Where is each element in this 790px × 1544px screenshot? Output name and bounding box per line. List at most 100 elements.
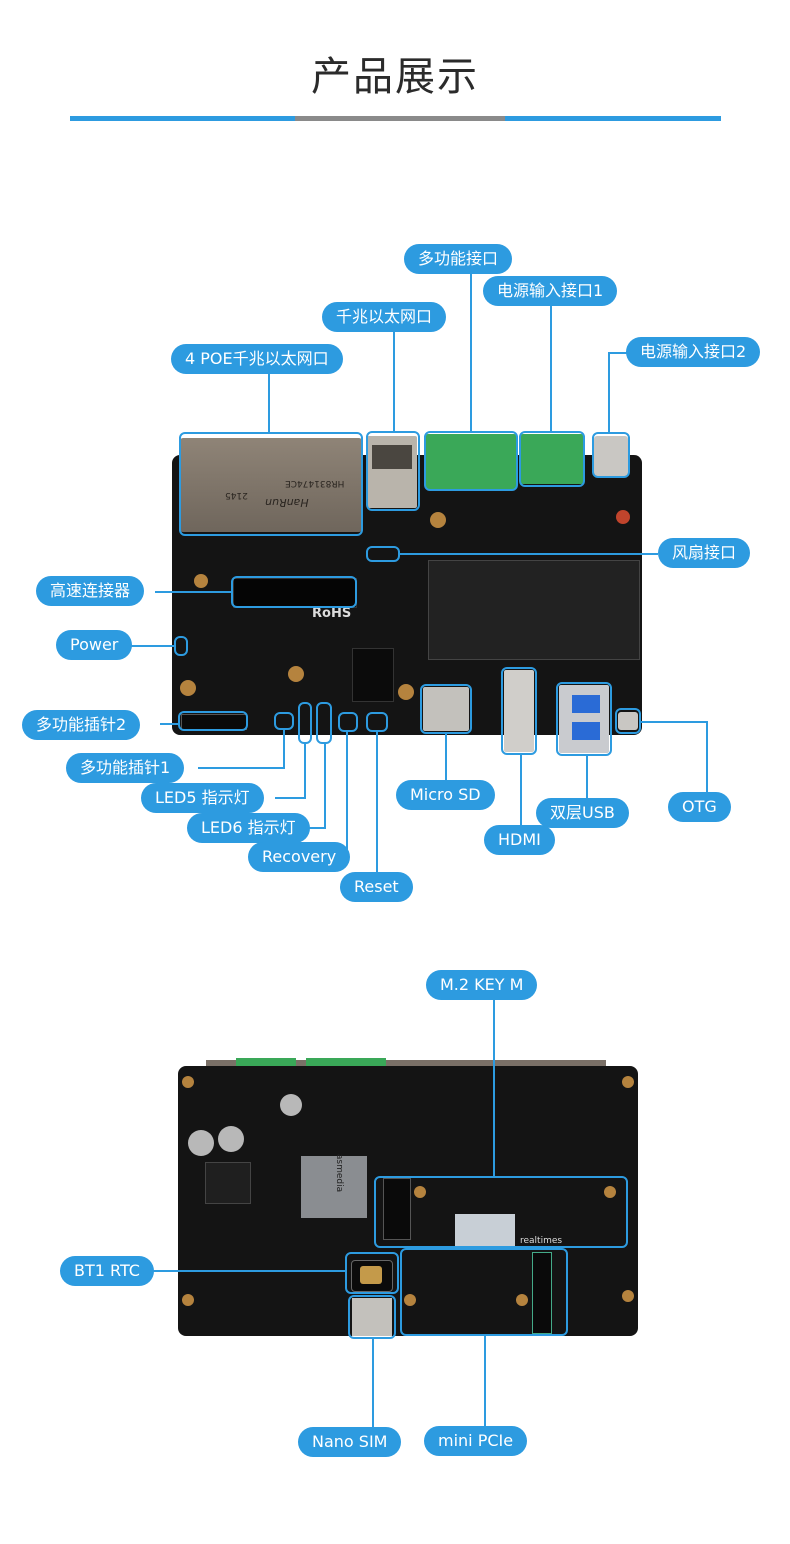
title-underline-right — [505, 116, 721, 121]
label-nano-sim: Nano SIM — [298, 1427, 402, 1457]
leader-line — [470, 272, 472, 432]
leader-line — [550, 304, 552, 432]
highlight-multi-interface — [424, 431, 518, 491]
label-power-in-2: 电源输入接口2 — [626, 337, 761, 367]
poe-rj45-block — [180, 438, 362, 532]
capacitor — [188, 1130, 214, 1156]
inductor — [205, 1162, 251, 1204]
leader-line — [155, 591, 231, 593]
gigabit-rj45-port — [372, 445, 412, 469]
otg-port — [618, 712, 638, 730]
leader-line — [484, 1336, 486, 1426]
highlight-power-led — [174, 636, 188, 656]
label-led5: LED5 指示灯 — [141, 783, 264, 813]
leader-line — [126, 645, 174, 647]
main-ic — [301, 1156, 367, 1218]
label-recovery: Recovery — [248, 842, 351, 872]
label-poe-eth: 4 POE千兆以太网口 — [171, 344, 343, 374]
highlight-hdmi — [501, 667, 537, 755]
leader-line — [150, 1270, 346, 1272]
capacitor — [280, 1094, 302, 1116]
usb-tongue-bottom — [572, 722, 600, 740]
label-micro-sd: Micro SD — [396, 780, 495, 810]
highlight-m2 — [374, 1176, 628, 1248]
label-multi-header-2: 多功能插针2 — [22, 710, 141, 740]
leader-line — [641, 721, 707, 723]
highlight-led5 — [298, 702, 312, 744]
capacitor — [218, 1126, 244, 1152]
leader-line — [608, 352, 632, 354]
highlight-poe — [179, 432, 363, 536]
rtc-battery — [360, 1266, 382, 1284]
m2-shield-label — [455, 1214, 515, 1248]
leader-line — [275, 797, 305, 799]
leader-line — [376, 732, 378, 872]
mount-hole — [180, 680, 196, 696]
highlight-power-1 — [519, 431, 585, 487]
leader-line — [198, 767, 284, 769]
edge-terminal-green — [236, 1058, 296, 1068]
leader-line — [706, 721, 708, 793]
label-otg: OTG — [668, 792, 731, 822]
usb-tongue-top — [572, 695, 600, 713]
leader-line — [304, 744, 306, 799]
highlight-power-2 — [592, 432, 630, 478]
mount-hole — [516, 1294, 528, 1306]
mount-hole — [398, 684, 414, 700]
label-led6: LED6 指示灯 — [187, 813, 310, 843]
mount-hole — [604, 1186, 616, 1198]
leader-line — [445, 734, 447, 781]
rohs-mark: RoHS — [312, 606, 352, 621]
label-power: Power — [56, 630, 133, 660]
label-gigabit-eth: 千兆以太网口 — [322, 302, 447, 332]
edge-terminal-green — [306, 1058, 386, 1068]
label-reset: Reset — [340, 872, 413, 902]
som-slot — [428, 560, 640, 660]
mount-hole — [622, 1290, 634, 1302]
leader-line — [160, 723, 178, 725]
mount-hole — [182, 1076, 194, 1088]
multi-function-terminal — [426, 434, 516, 490]
leader-line — [268, 372, 270, 432]
highlight-otg — [615, 708, 641, 734]
mini-pcie-socket — [532, 1252, 552, 1334]
label-hs-connector: 高速连接器 — [36, 576, 145, 606]
label-multi-header-1: 多功能插针1 — [66, 753, 185, 783]
label-hdmi: HDMI — [484, 825, 555, 855]
highlight-reset — [366, 712, 388, 732]
mount-hole — [414, 1186, 426, 1198]
highlight-led6 — [316, 702, 332, 744]
micro-sd-slot — [423, 687, 469, 731]
title-underline-left — [70, 116, 295, 121]
leader-line — [283, 730, 285, 769]
leader-line — [400, 553, 658, 555]
nano-sim-slot — [352, 1298, 392, 1336]
leader-line — [493, 998, 495, 1176]
highlight-micro-sd — [420, 684, 472, 734]
leader-line — [608, 352, 610, 432]
mount-hole — [404, 1294, 416, 1306]
label-multi-interface: 多功能接口 — [404, 244, 513, 274]
power-terminal-1 — [521, 434, 583, 484]
power-dc-jack-2 — [594, 436, 628, 476]
main-chip — [352, 648, 394, 702]
label-power-in-1: 电源输入接口1 — [483, 276, 618, 306]
hdmi-port — [504, 670, 534, 752]
mount-hole — [616, 510, 630, 524]
leader-line — [586, 756, 588, 798]
leader-line — [324, 744, 326, 829]
label-mini-pcie: mini PCIe — [424, 1426, 528, 1456]
page-title: 产品展示 — [311, 54, 479, 100]
highlight-header-2 — [178, 711, 248, 731]
mount-hole — [194, 574, 208, 588]
mount-hole — [182, 1294, 194, 1306]
mount-hole — [430, 512, 446, 528]
leader-line — [520, 755, 522, 825]
leader-line — [346, 732, 348, 858]
leader-line — [302, 827, 326, 829]
highlight-nano-sim — [348, 1295, 396, 1339]
label-fan: 风扇接口 — [658, 538, 751, 568]
highlight-rtc — [345, 1252, 399, 1294]
highlight-header-1 — [274, 712, 294, 730]
highlight-recovery — [338, 712, 358, 732]
